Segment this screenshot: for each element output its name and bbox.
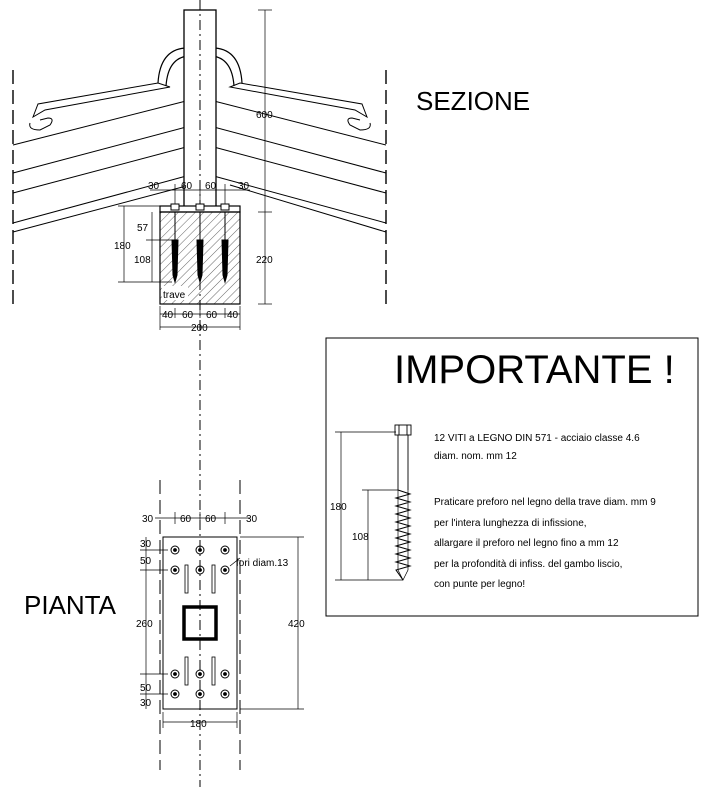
dim-top-mid-2: 60	[205, 181, 217, 192]
section-view	[12, 0, 387, 787]
dim-plan-left-50b: 50	[140, 683, 152, 694]
instruction-line-2: per l'intera lunghezza di infissione,	[434, 518, 587, 529]
dim-plan-left-30a: 30	[140, 539, 152, 550]
dim-57: 57	[137, 223, 149, 234]
roof-right	[209, 99, 387, 233]
beam-label: trave	[163, 290, 186, 301]
holes	[170, 545, 230, 699]
screw-spec-line1: 12 VITI a LEGNO DIN 571 - acciaio classe…	[434, 433, 640, 444]
dim-plan-top-60b: 60	[205, 514, 217, 525]
notice-dimensions	[335, 431, 403, 581]
base-plate-plan	[162, 536, 238, 710]
dim-plan-left-260: 260	[136, 619, 153, 630]
dim-bottom-40a: 40	[162, 310, 174, 321]
ridge-hook-left	[29, 117, 53, 131]
dim-plan-right-420: 420	[288, 619, 305, 630]
plan-dimensions	[140, 512, 304, 728]
plan-view	[140, 480, 304, 770]
dim-plan-top-30b: 30	[246, 514, 258, 525]
dim-plan-top-30a: 30	[142, 514, 154, 525]
dim-180-section: 180	[114, 241, 131, 252]
important-notice	[325, 337, 699, 617]
dim-bottom-total: 200	[191, 323, 208, 334]
notice-dim-180: 180	[330, 502, 347, 513]
dim-top-right: 30	[238, 181, 250, 192]
dim-plan-left-50a: 50	[140, 556, 152, 567]
notice-dim-108: 108	[352, 532, 369, 543]
dim-bottom-60a: 60	[182, 310, 194, 321]
dim-bottom-40b: 40	[227, 310, 239, 321]
dim-plan-top-60a: 60	[180, 514, 192, 525]
ridge-cap-left	[32, 82, 171, 119]
instruction-line-1: Praticare preforo nel legno della trave …	[434, 497, 656, 508]
dim-220: 220	[256, 255, 273, 266]
plan-title: PIANTA	[24, 590, 117, 620]
dim-108-section: 108	[134, 255, 151, 266]
dim-top-mid-1: 60	[181, 181, 193, 192]
dim-plan-bottom-180: 180	[190, 719, 207, 730]
instruction-line-5: con punte per legno!	[434, 579, 525, 590]
roof-left	[12, 99, 191, 233]
hole-leader	[229, 557, 241, 567]
post-section-plan	[182, 605, 218, 641]
ridge-hook-right	[347, 117, 371, 131]
slots	[184, 564, 216, 686]
screw-spec-line2: diam. nom. mm 12	[434, 451, 517, 462]
hole-label: fori diam.13	[236, 558, 289, 569]
section-title: SEZIONE	[416, 86, 530, 116]
dim-top-left: 30	[148, 181, 160, 192]
dim-600: 600	[256, 110, 273, 121]
dim-bottom-60b: 60	[206, 310, 218, 321]
dim-plan-left-30b: 30	[140, 698, 152, 709]
important-title: IMPORTANTE !	[394, 348, 675, 392]
instruction-line-4: per la profondità di infiss. del gambo l…	[434, 559, 622, 570]
screws-section	[170, 203, 230, 284]
section-dimensions	[118, 9, 272, 330]
instruction-line-3: allargare il preforo nel legno fino a mm…	[434, 538, 619, 549]
ridge-cap-right	[228, 82, 368, 119]
